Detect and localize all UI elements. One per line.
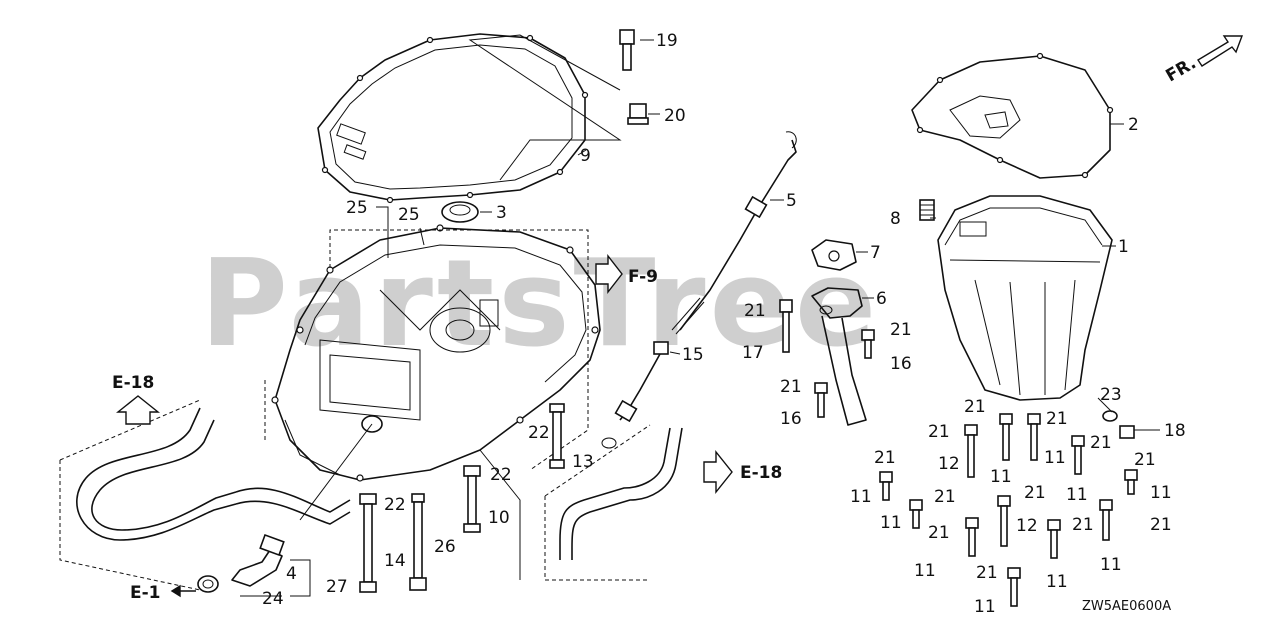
- o-ring[interactable]: [601, 437, 617, 449]
- callout-r21e: 21: [874, 448, 896, 468]
- callout-r21i: 21: [928, 523, 950, 543]
- callout-18: 18: [1164, 421, 1186, 441]
- callout-r21j: 21: [1072, 515, 1094, 535]
- main-case[interactable]: [271, 224, 601, 482]
- callout-r11d: 11: [850, 487, 872, 507]
- leader-lines: [240, 34, 1160, 597]
- callout-r12b: 12: [1016, 516, 1038, 536]
- elbow-4[interactable]: [231, 533, 285, 587]
- front-marker-label: FR.: [1163, 53, 1200, 86]
- bolt-19[interactable]: [619, 29, 635, 71]
- gasket-2[interactable]: [911, 52, 1114, 179]
- diagram-code: ZW5AE0600A: [1082, 599, 1171, 614]
- svg-text:E-1: E-1: [130, 583, 161, 603]
- callout-20: 20: [664, 106, 686, 126]
- callout-r11a: 11: [990, 467, 1012, 487]
- callout-23: 23: [1100, 385, 1122, 405]
- pipe-6[interactable]: [811, 287, 867, 426]
- callout-21b: 21: [890, 320, 912, 340]
- callout-14: 14: [384, 551, 406, 571]
- callout-21a: 21: [744, 301, 766, 321]
- callout-r21b: 21: [1046, 409, 1068, 429]
- callout-21c: 21: [780, 377, 802, 397]
- callout-r21c: 21: [928, 422, 950, 442]
- callout-r21f: 21: [1134, 450, 1156, 470]
- callouts: 19 20 2 9 25 25 3 5 8 1 7 6 21 21 17 16 …: [262, 31, 1186, 617]
- callout-r21h: 21: [1024, 483, 1046, 503]
- up-arrow-icon: [116, 395, 160, 425]
- ref-e1[interactable]: E-1: [130, 583, 196, 603]
- callout-22c: 22: [384, 495, 406, 515]
- right-arrow-icon: [703, 450, 733, 494]
- callout-r21k: 21: [1150, 515, 1172, 535]
- ref-e18-left[interactable]: E-18: [112, 373, 160, 425]
- callout-r11j: 11: [974, 597, 996, 617]
- callout-16a: 16: [890, 354, 912, 374]
- gasket-7[interactable]: [811, 239, 857, 271]
- callout-7: 7: [870, 243, 881, 263]
- fastener-group-right[interactable]: [779, 299, 1138, 607]
- callout-10: 10: [488, 508, 510, 528]
- callout-5: 5: [786, 191, 797, 211]
- watermark: PartsTree: [200, 235, 880, 374]
- callout-r21g: 21: [934, 487, 956, 507]
- clamp-24[interactable]: [197, 575, 219, 593]
- callout-r11f: 11: [880, 513, 902, 533]
- callout-r11g: 11: [1100, 555, 1122, 575]
- nut-20[interactable]: [627, 103, 649, 125]
- callout-19: 19: [656, 31, 678, 51]
- callout-25b: 25: [398, 205, 420, 225]
- hose-right[interactable]: [559, 427, 683, 560]
- case-outline-dashed: [329, 229, 589, 471]
- callout-22b: 22: [490, 465, 512, 485]
- callout-r21a: 21: [964, 397, 986, 417]
- callout-9: 9: [580, 146, 591, 166]
- callout-r21l: 21: [976, 563, 998, 583]
- callout-22a: 22: [528, 423, 550, 443]
- callout-15: 15: [682, 345, 704, 365]
- plug-8[interactable]: [919, 199, 935, 221]
- callout-1: 1: [1118, 237, 1129, 257]
- oil-pan-1[interactable]: [937, 195, 1113, 401]
- callout-27: 27: [326, 577, 348, 597]
- callout-r11i: 11: [1046, 572, 1068, 592]
- ref-e18-right[interactable]: E-18: [703, 450, 782, 494]
- callout-r21d: 21: [1090, 433, 1112, 453]
- svg-text:F-9: F-9: [628, 267, 658, 287]
- bolt-14[interactable]: [359, 493, 377, 593]
- svg-text:E-18: E-18: [112, 373, 154, 393]
- callout-13: 13: [572, 452, 594, 472]
- bolt-26[interactable]: [409, 493, 427, 591]
- callout-r11e: 11: [1150, 483, 1172, 503]
- left-arrow-icon: [170, 584, 196, 598]
- callout-2: 2: [1128, 115, 1139, 135]
- right-arrow-icon: [595, 253, 623, 295]
- callout-4: 4: [286, 564, 297, 584]
- svg-text:E-18: E-18: [740, 463, 782, 483]
- guide-15[interactable]: [614, 341, 669, 423]
- front-marker: FR.: [1163, 35, 1244, 86]
- callout-r11c: 11: [1066, 485, 1088, 505]
- callout-26: 26: [434, 537, 456, 557]
- callout-24: 24: [262, 589, 284, 609]
- callout-8: 8: [890, 209, 901, 229]
- callout-r11h: 11: [914, 561, 936, 581]
- callout-3: 3: [496, 203, 507, 223]
- bolt-10[interactable]: [463, 465, 481, 533]
- dipstick-5[interactable]: [671, 131, 797, 335]
- callout-6: 6: [876, 289, 887, 309]
- callout-25a: 25: [346, 198, 368, 218]
- callout-r12a: 12: [938, 454, 960, 474]
- bolt-13[interactable]: [549, 403, 565, 469]
- callout-17: 17: [742, 343, 764, 363]
- gasket-9[interactable]: [317, 33, 589, 204]
- callout-16b: 16: [780, 409, 802, 429]
- hose-left[interactable]: [76, 407, 351, 541]
- callout-r11b: 11: [1044, 448, 1066, 468]
- front-arrow-icon: [1197, 35, 1244, 67]
- ref-f9[interactable]: F-9: [595, 253, 658, 295]
- seal-3[interactable]: [441, 201, 479, 223]
